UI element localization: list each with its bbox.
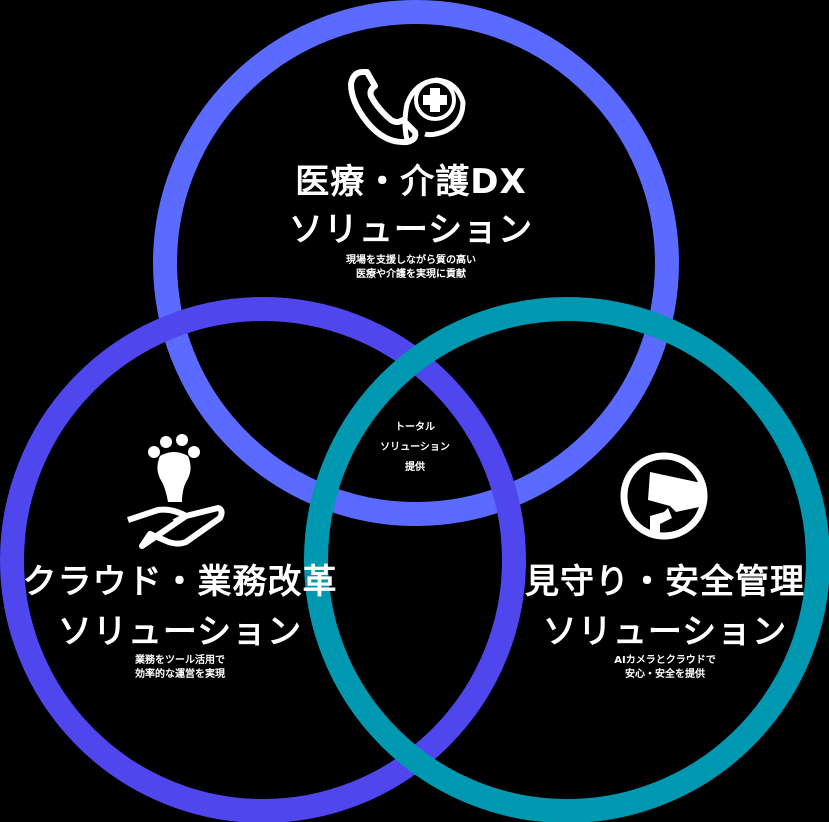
left-desc-line2: 効率的な運営を実現 bbox=[135, 669, 225, 680]
right-desc-line1: AIカメラとクラウドで bbox=[614, 655, 716, 666]
top-title-line2: ソリューション bbox=[288, 210, 534, 250]
lightbulb-hand-icon bbox=[120, 430, 230, 555]
left-desc-line1: 業務をツール活用で bbox=[135, 655, 225, 666]
right-circle-label: 見守り・安全管理 ソリューション AIカメラとクラウドで 安心・安全を提供 bbox=[520, 560, 810, 682]
phone-medical-cross-icon bbox=[345, 62, 470, 147]
center-line1: トータル bbox=[395, 422, 435, 433]
right-title-line2: ソリューション bbox=[542, 612, 788, 652]
left-circle-label: クラウド・業務改革 ソリューション 業務をツール活用で 効率的な運営を実現 bbox=[15, 560, 345, 682]
center-line3: 提供 bbox=[405, 462, 425, 473]
left-title-line2: ソリューション bbox=[57, 612, 303, 652]
center-line2: ソリューション bbox=[380, 442, 450, 453]
top-circle-label: 医療・介護DX ソリューション 現場を支援しながら質の高い 医療や介護を実現に貢… bbox=[266, 160, 556, 282]
top-title-line1: 医療・介護DX bbox=[295, 162, 527, 202]
top-desc-line2: 医療や介護を実現に貢献 bbox=[356, 269, 466, 280]
center-label: トータル ソリューション 提供 bbox=[345, 418, 485, 478]
right-circle bbox=[304, 297, 829, 822]
right-desc-line2: 安心・安全を提供 bbox=[625, 669, 705, 680]
top-circle bbox=[153, 0, 679, 526]
top-desc-line1: 現場を支援しながら質の高い bbox=[346, 255, 476, 266]
security-camera-icon bbox=[620, 452, 716, 542]
right-title-line1: 見守り・安全管理 bbox=[525, 562, 805, 602]
left-circle bbox=[0, 297, 526, 822]
left-title-line1: クラウド・業務改革 bbox=[22, 562, 338, 602]
